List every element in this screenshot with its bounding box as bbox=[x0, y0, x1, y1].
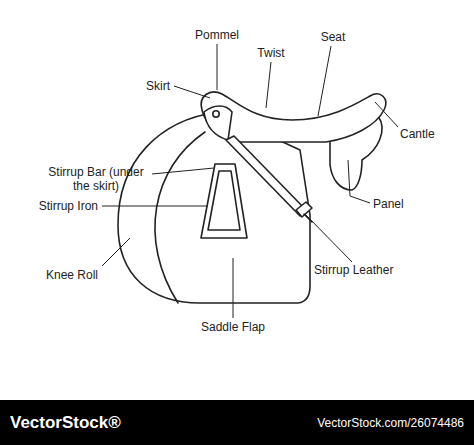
part-label: Saddle Flap bbox=[201, 320, 265, 334]
part-label: Panel bbox=[373, 197, 404, 211]
leather-tip bbox=[304, 214, 312, 222]
watermark: VectorStock® bbox=[10, 413, 121, 433]
part-label: Pommel bbox=[195, 28, 239, 42]
part-label: Knee Roll bbox=[46, 268, 98, 282]
skirt-rivet bbox=[213, 111, 219, 117]
part-label: Skirt bbox=[146, 79, 170, 93]
seat bbox=[201, 92, 386, 142]
watermark-url: VectorStock.com/26074486 bbox=[317, 416, 464, 431]
part-label: Twist bbox=[257, 46, 284, 60]
leader-lines bbox=[102, 44, 398, 318]
part-label: Stirrup Bar (under the skirt) bbox=[42, 165, 150, 193]
part-label: Stirrup Iron bbox=[39, 199, 98, 213]
knee-roll-line bbox=[155, 132, 205, 303]
stirrup-iron bbox=[201, 164, 247, 238]
part-label: Seat bbox=[321, 30, 346, 44]
stirrup-iron-inner bbox=[208, 171, 240, 230]
part-label: Stirrup Leather bbox=[314, 263, 393, 277]
skirt bbox=[204, 106, 232, 140]
part-label: Cantle bbox=[400, 127, 435, 141]
